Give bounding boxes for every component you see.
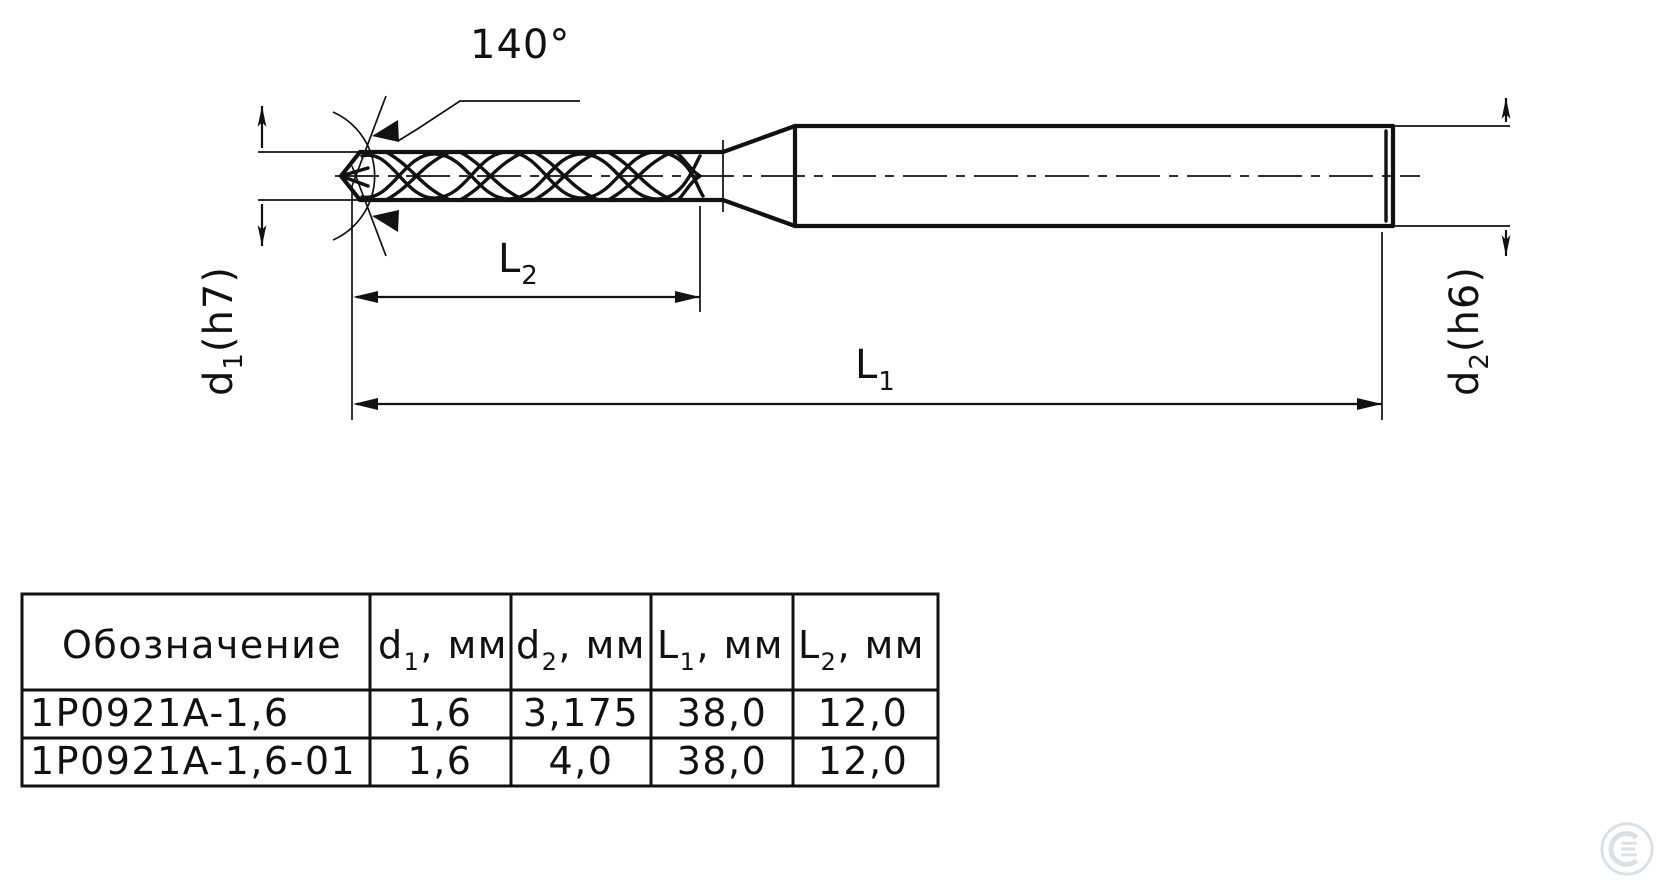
d1-label: d (196, 370, 242, 396)
drill-shank-section (697, 123, 1396, 229)
table-header-d1: d1, мм (378, 623, 508, 676)
l1-label-group: L1 (855, 342, 896, 397)
l2-label-group: L2 (498, 236, 539, 291)
l2-label: L (498, 236, 521, 282)
d2-label-group: d2(h6) (1442, 266, 1495, 396)
drill-flute-section (338, 149, 705, 203)
l1-subscript: 1 (878, 367, 896, 397)
point-angle-value: 140° (470, 22, 570, 68)
cell-d2: 3,175 (523, 691, 639, 735)
cell-designation: 1P0921A-1,6 (30, 691, 290, 735)
d2-tolerance: (h6) (1442, 266, 1488, 352)
d2-dimension: d2(h6) (1393, 98, 1511, 396)
specification-table: Обозначение d1, мм d2, мм L1, мм L2, мм … (20, 592, 940, 788)
d2-subscript: 2 (1465, 352, 1495, 370)
table-row: 1P0921A-1,6-01 1,6 4,0 38,0 12,0 (30, 739, 909, 783)
d1-subscript: 1 (219, 352, 249, 370)
d1-label-group: d1(h7) (196, 266, 249, 396)
svg-text:d2(h6): d2(h6) (1442, 266, 1495, 396)
svg-text:d1(h7): d1(h7) (196, 266, 249, 396)
cell-d2: 4,0 (549, 739, 614, 783)
table-header-l2: L2, мм (798, 623, 925, 676)
d1-dimension: d1(h7) (196, 106, 380, 396)
cell-l2: 12,0 (818, 739, 909, 783)
l2-subscript: 2 (521, 261, 539, 291)
l1-label: L (855, 342, 878, 388)
cell-d1: 1,6 (408, 739, 473, 783)
table-row: 1P0921A-1,6 1,6 3,175 38,0 12,0 (30, 691, 909, 735)
l1-dimension: L1 (351, 232, 1383, 420)
table-header-l1: L1, мм (657, 623, 784, 676)
cell-l1: 38,0 (677, 691, 768, 735)
point-angle-annotation: 140° (332, 22, 580, 257)
cell-d1: 1,6 (408, 691, 473, 735)
cell-designation: 1P0921A-1,6-01 (30, 739, 356, 783)
d2-label: d (1442, 370, 1488, 396)
watermark-logo-icon (1600, 822, 1654, 876)
d1-tolerance: (h7) (196, 266, 242, 352)
cell-l2: 12,0 (818, 691, 909, 735)
l2-dimension: L2 (351, 186, 701, 312)
table-header-designation: Обозначение (62, 623, 342, 667)
cell-l1: 38,0 (677, 739, 768, 783)
table-header-d2: d2, мм (516, 623, 646, 676)
